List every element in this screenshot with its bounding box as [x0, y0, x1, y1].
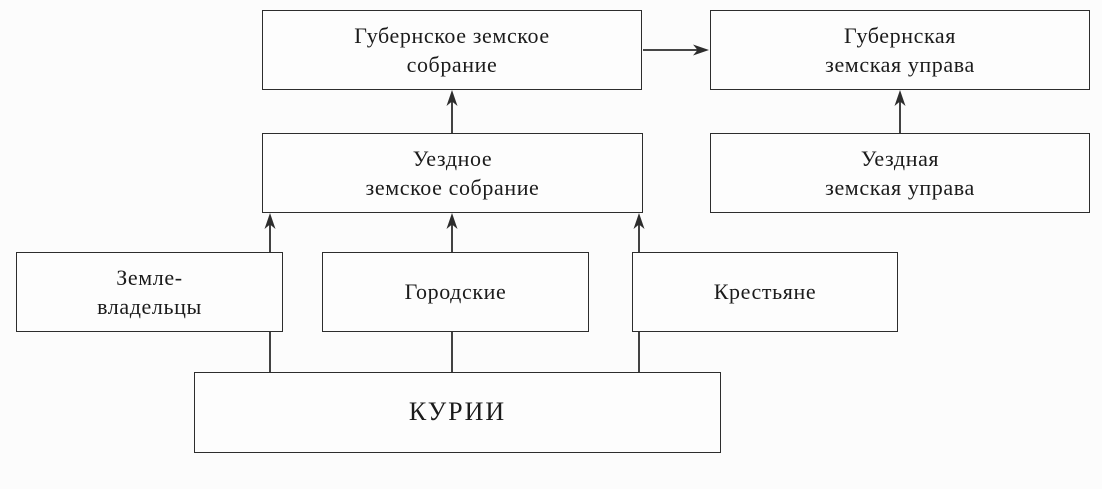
node-label-line: Уездная: [860, 145, 940, 171]
arrow-provincial-assembly-to-provincial-board: [643, 44, 709, 56]
node-landowners-curia: Земле- владельцы: [16, 252, 283, 332]
arrow-urban-to-district-assembly: [446, 213, 458, 252]
node-label-line: Земле-: [116, 264, 183, 290]
node-label-line: КУРИИ: [408, 397, 507, 427]
node-label-line: Уездное: [412, 145, 493, 171]
node-label-line: Крестьяне: [713, 279, 817, 305]
node-district-zemstvo-assembly: Уездное земское собрание: [262, 133, 643, 213]
node-label-line: Губернская: [843, 22, 957, 48]
node-peasants-curia: Крестьяне: [632, 252, 898, 332]
node-district-zemstvo-board: Уездная земская управа: [710, 133, 1090, 213]
arrow-district-assembly-to-provincial-assembly: [446, 90, 458, 133]
arrow-peasants-to-district-assembly: [633, 213, 645, 252]
node-curiae: КУРИИ: [194, 372, 721, 453]
arrow-district-board-to-provincial-board: [894, 90, 906, 133]
node-label-line: Губернское земское: [354, 22, 550, 48]
node-label-line: Городские: [404, 279, 507, 305]
node-label-line: земская управа: [825, 175, 975, 200]
node-label-line: собрание: [406, 52, 498, 77]
arrow-landowners-to-district-assembly: [264, 213, 276, 252]
node-provincial-zemstvo-board: Губернская земская управа: [710, 10, 1090, 90]
node-provincial-zemstvo-assembly: Губернское земское собрание: [262, 10, 642, 90]
node-label-line: земская управа: [825, 52, 975, 77]
node-label-line: земское собрание: [365, 175, 540, 200]
node-label-line: владельцы: [97, 294, 202, 319]
node-urban-curia: Городские: [322, 252, 589, 332]
